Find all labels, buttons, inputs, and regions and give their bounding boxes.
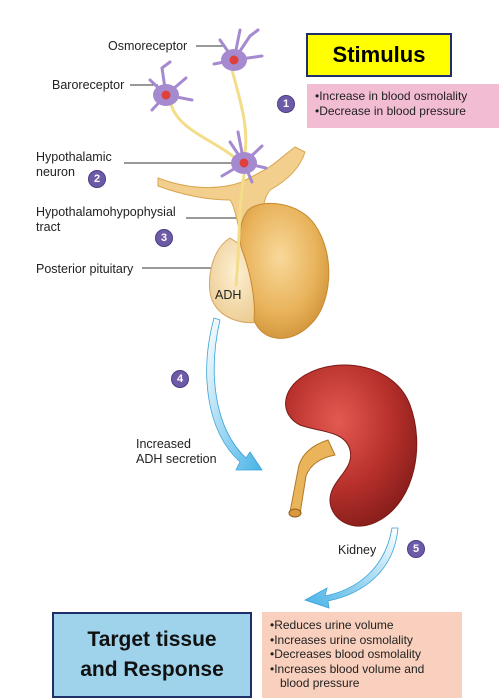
response-item: Decreases blood osmolality [270, 647, 454, 662]
tract-label-line2: tract [36, 220, 61, 234]
stimulus-item: Decrease in blood pressure [315, 104, 491, 119]
step-badge-4: 4 [171, 370, 189, 388]
kidney-response-arrow [304, 527, 399, 609]
baroreceptor-label: Baroreceptor [52, 78, 125, 92]
baroreceptor-neuron [148, 60, 194, 112]
adh-secretion-arrow [206, 317, 263, 471]
stimulus-title-box: Stimulus [306, 33, 452, 77]
target-title-line2: and Response [80, 658, 224, 681]
posterior-pituitary-label: Posterior pituitary [36, 262, 134, 276]
response-item: Reduces urine volume [270, 618, 454, 633]
axons [168, 68, 248, 287]
stimulus-list: Increase in blood osmolality Decrease in… [307, 84, 499, 128]
target-response-title-box: Target tissue and Response [52, 612, 252, 698]
step-badge-5: 5 [407, 540, 425, 558]
step-badge-1: 1 [277, 95, 295, 113]
target-title-line1: Target tissue [87, 628, 217, 651]
hypothalamic-neuron-label-line1: Hypothalamic [36, 150, 112, 164]
osmoreceptor-label: Osmoreceptor [108, 39, 188, 53]
response-list: Reduces urine volume Increases urine osm… [262, 612, 462, 698]
response-item: Increases blood volume and [270, 662, 454, 677]
stimulus-title: Stimulus [332, 42, 426, 67]
adh-secretion-label-line2: ADH secretion [136, 452, 217, 466]
adh-label: ADH [215, 288, 242, 302]
hypothalamic-neuron-label-line2: neuron [36, 165, 75, 179]
anterior-pituitary [239, 202, 330, 339]
tract-label-line1: Hypothalamohypophysial [36, 205, 176, 219]
response-item: Increases urine osmolality [270, 633, 454, 648]
step-badge-2: 2 [88, 170, 106, 188]
adh-secretion-label-line1: Increased [136, 437, 191, 451]
kidney-label: Kidney [338, 543, 377, 557]
response-item-continued: blood pressure [280, 676, 360, 690]
kidney-illustration [285, 364, 418, 527]
hypothalamic-neuron [220, 130, 268, 184]
leader-lines [124, 45, 240, 269]
step-badge-3: 3 [155, 229, 173, 247]
osmoreceptor-neuron [212, 28, 264, 71]
stimulus-item: Increase in blood osmolality [315, 89, 491, 104]
